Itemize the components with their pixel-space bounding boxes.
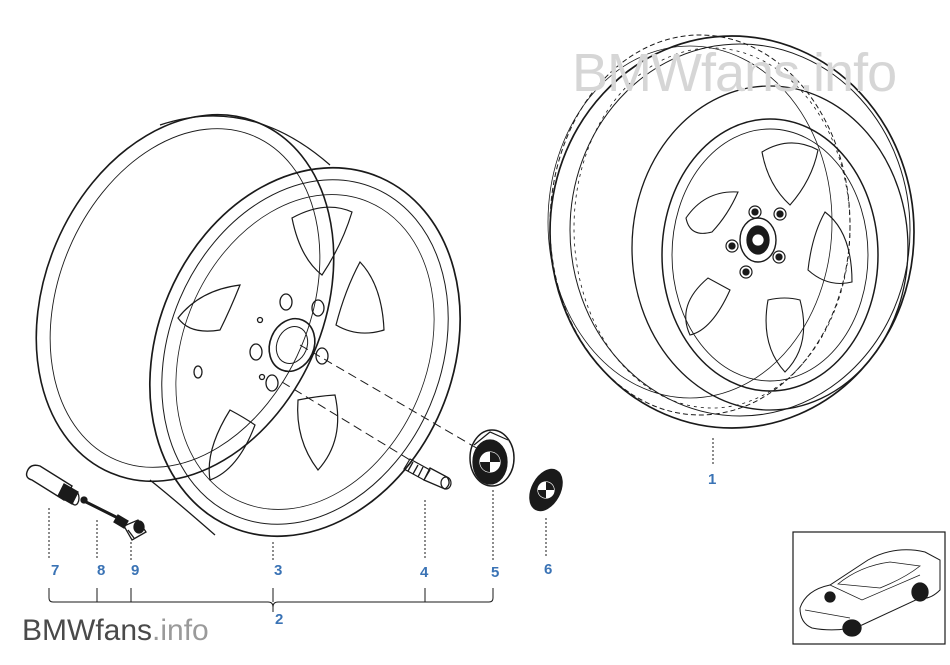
assembly-bracket: [48, 588, 494, 612]
callout-8[interactable]: 8: [97, 562, 106, 579]
callout-3[interactable]: 3: [274, 562, 283, 579]
callout-7[interactable]: 7: [51, 562, 60, 579]
valve-core-drawing[interactable]: [80, 496, 129, 529]
callout-4[interactable]: 4: [420, 564, 429, 581]
emblem-drawing[interactable]: [523, 464, 568, 516]
callout-9[interactable]: 9: [131, 562, 140, 579]
callout-6[interactable]: 6: [544, 561, 553, 578]
watermark-top: BMWfans.info: [572, 43, 897, 103]
watermark-bottom: BMWfans.info: [22, 614, 209, 648]
watermark-bottom-brand: BMWfans: [22, 614, 153, 647]
callout-5[interactable]: 5: [491, 564, 500, 581]
valve-cap-drawing[interactable]: [123, 519, 147, 541]
complete-wheel-drawing[interactable]: [547, 34, 915, 429]
valve-drawing[interactable]: [25, 464, 80, 506]
rim-drawing[interactable]: [0, 68, 515, 584]
leader-lines: [48, 438, 714, 560]
car-location-inset: [792, 531, 946, 645]
wheel-bolt-drawing[interactable]: [403, 458, 452, 490]
watermark-bottom-suffix: .info: [152, 614, 209, 647]
callout-2[interactable]: 2: [275, 611, 284, 628]
hub-cap-drawing[interactable]: [469, 429, 515, 487]
callout-1[interactable]: 1: [708, 471, 717, 488]
